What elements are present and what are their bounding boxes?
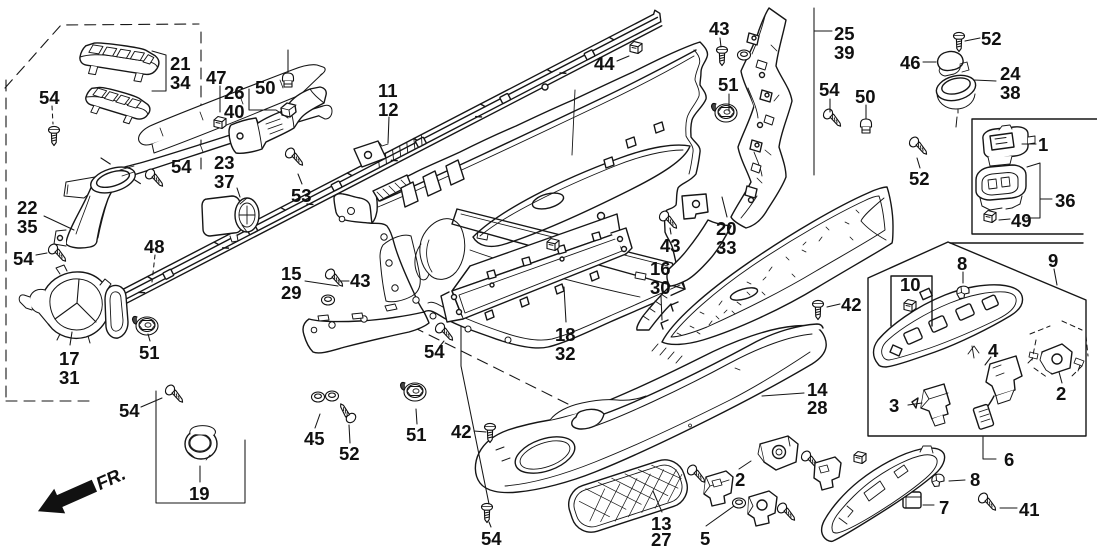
svg-text:18: 18 [555,324,576,345]
svg-text:12: 12 [378,99,399,120]
svg-text:19: 19 [189,483,210,504]
svg-text:34: 34 [170,72,191,93]
svg-text:16: 16 [650,258,671,279]
svg-text:29: 29 [281,282,302,303]
svg-text:50: 50 [855,86,876,107]
svg-text:2: 2 [735,469,745,490]
svg-text:54: 54 [481,528,502,549]
svg-text:51: 51 [406,424,427,445]
svg-text:42: 42 [451,421,472,442]
svg-text:23: 23 [214,152,235,173]
svg-text:8: 8 [957,253,967,274]
svg-text:53: 53 [291,185,312,206]
svg-text:20: 20 [716,218,737,239]
svg-text:48: 48 [144,236,165,257]
svg-text:3: 3 [889,395,899,416]
svg-text:22: 22 [17,197,38,218]
svg-text:44: 44 [594,53,615,74]
svg-text:50: 50 [255,77,276,98]
svg-text:30: 30 [650,277,671,298]
svg-text:54: 54 [819,79,840,100]
svg-text:5: 5 [700,528,710,549]
svg-text:54: 54 [39,87,60,108]
svg-text:4: 4 [988,340,999,361]
svg-text:52: 52 [981,28,1002,49]
svg-text:43: 43 [709,18,730,39]
svg-text:54: 54 [424,341,445,362]
svg-text:7: 7 [939,497,949,518]
svg-text:21: 21 [170,53,191,74]
svg-text:45: 45 [304,428,325,449]
svg-text:11: 11 [378,80,398,101]
svg-text:37: 37 [214,171,235,192]
svg-text:54: 54 [13,248,34,269]
svg-text:14: 14 [807,379,828,400]
svg-text:52: 52 [339,443,360,464]
svg-text:13: 13 [651,513,672,534]
svg-text:9: 9 [1048,250,1058,271]
svg-text:52: 52 [909,168,930,189]
svg-text:1: 1 [1038,134,1048,155]
svg-text:33: 33 [716,237,737,258]
svg-text:28: 28 [807,397,828,418]
svg-text:54: 54 [119,400,140,421]
svg-text:36: 36 [1055,190,1076,211]
svg-text:32: 32 [555,343,576,364]
svg-text:31: 31 [59,367,80,388]
svg-text:42: 42 [841,294,862,315]
svg-text:2: 2 [1056,383,1066,404]
svg-text:24: 24 [1000,63,1021,84]
svg-text:25: 25 [834,23,855,44]
svg-text:41: 41 [1019,499,1040,520]
svg-text:51: 51 [718,74,739,95]
svg-text:47: 47 [206,67,227,88]
svg-text:15: 15 [281,263,302,284]
svg-text:8: 8 [970,469,980,490]
svg-text:43: 43 [660,235,681,256]
svg-text:26: 26 [224,82,245,103]
svg-text:6: 6 [1004,449,1014,470]
svg-text:38: 38 [1000,82,1021,103]
svg-text:49: 49 [1011,210,1032,231]
svg-text:51: 51 [139,342,160,363]
svg-text:27: 27 [651,529,672,550]
svg-text:40: 40 [224,101,245,122]
svg-text:10: 10 [900,274,921,295]
svg-text:35: 35 [17,216,38,237]
svg-text:39: 39 [834,42,855,63]
svg-text:46: 46 [900,52,921,73]
svg-text:54: 54 [171,156,192,177]
svg-text:43: 43 [350,270,371,291]
svg-text:17: 17 [59,348,80,369]
